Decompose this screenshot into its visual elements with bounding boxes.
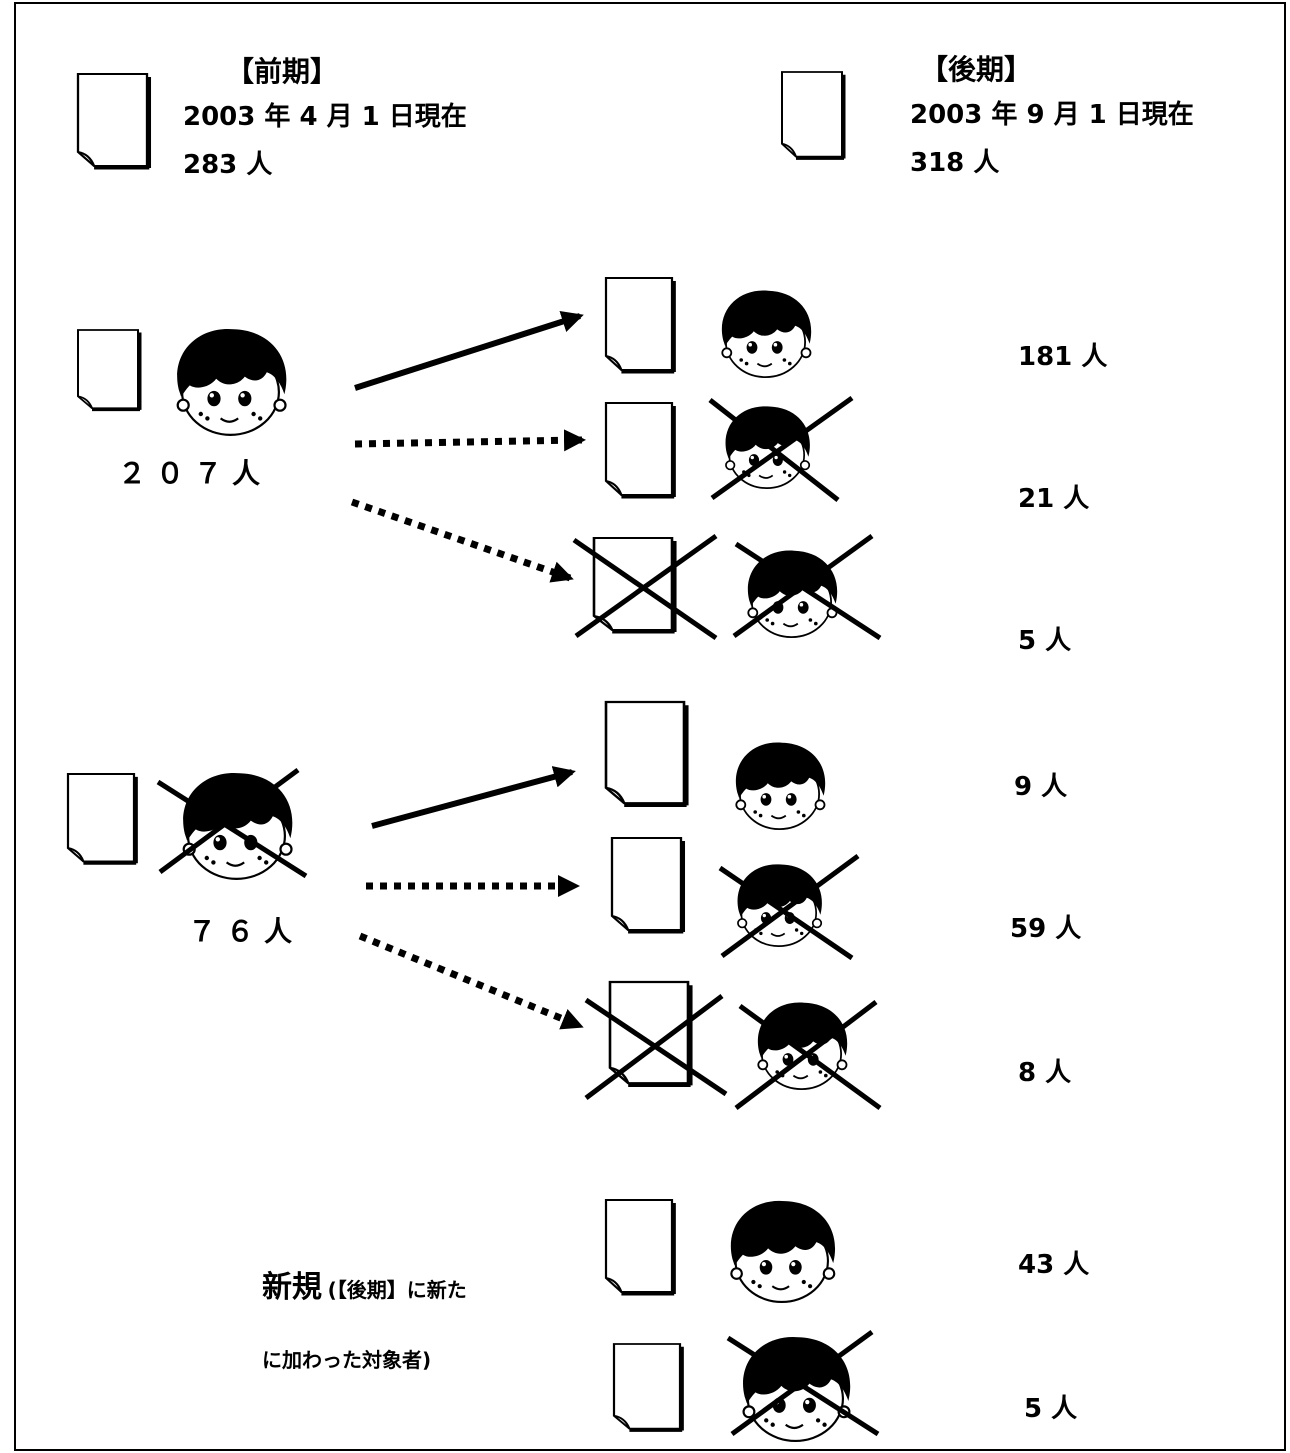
document-icon <box>604 276 676 374</box>
document-icon <box>604 1198 676 1296</box>
child-face-icon <box>720 289 813 379</box>
outcome-count: 9 人 <box>1014 772 1068 802</box>
document-icon <box>76 328 142 412</box>
child-face-icon <box>176 327 288 436</box>
before-period-date: 2003 年 4 月 1 日現在 <box>183 102 467 132</box>
after-period-date: 2003 年 9 月 1 日現在 <box>910 100 1194 130</box>
cross-mark <box>718 853 860 961</box>
outcome-count: 21 人 <box>1018 484 1090 514</box>
document-icon <box>592 536 677 634</box>
cross-mark <box>572 533 718 641</box>
cross-mark <box>732 533 882 641</box>
after-period-title: 【後期】 <box>920 53 1033 86</box>
solid-arrow <box>354 311 584 391</box>
outcome-count: 43 人 <box>1018 1250 1090 1280</box>
document-icon <box>604 401 676 499</box>
document-icon <box>66 772 138 865</box>
cross-mark <box>734 1000 882 1111</box>
new-group-label-line1: 新規 (【後期】に新た <box>262 1262 467 1306</box>
child-face-icon <box>734 741 827 830</box>
outcome-count: 5 人 <box>1018 626 1072 656</box>
cross-mark <box>584 994 728 1100</box>
document-icon <box>612 1342 684 1433</box>
solid-arrow <box>371 766 576 829</box>
document-icon <box>604 700 689 808</box>
cross-mark <box>726 1329 880 1437</box>
child-face-icon <box>729 1199 837 1303</box>
document-icon <box>610 836 686 934</box>
before-period-title: 【前期】 <box>226 55 339 88</box>
after-period-count: 318 人 <box>910 148 1000 178</box>
outcome-count: 5 人 <box>1024 1394 1078 1424</box>
outcome-count: 59 人 <box>1010 914 1082 944</box>
document-icon <box>780 70 846 160</box>
new-group-note-line2: に加わった対象者) <box>262 1348 432 1372</box>
cross-mark <box>708 395 854 502</box>
new-group-title: 新規 <box>262 1270 322 1305</box>
before-period-count: 283 人 <box>183 150 273 180</box>
group2-count: ７６人 <box>188 915 303 948</box>
group1-count: ２０７人 <box>118 457 271 490</box>
new-group-note-line1: (【後期】に新た <box>327 1278 467 1302</box>
outcome-count: 8 人 <box>1018 1058 1072 1088</box>
dotted-arrow <box>358 932 584 1030</box>
outcome-count: 181 人 <box>1018 342 1108 372</box>
dotted-arrow <box>350 498 574 583</box>
dotted-arrow <box>354 429 586 452</box>
cross-mark <box>156 767 308 879</box>
document-icon <box>76 72 152 170</box>
